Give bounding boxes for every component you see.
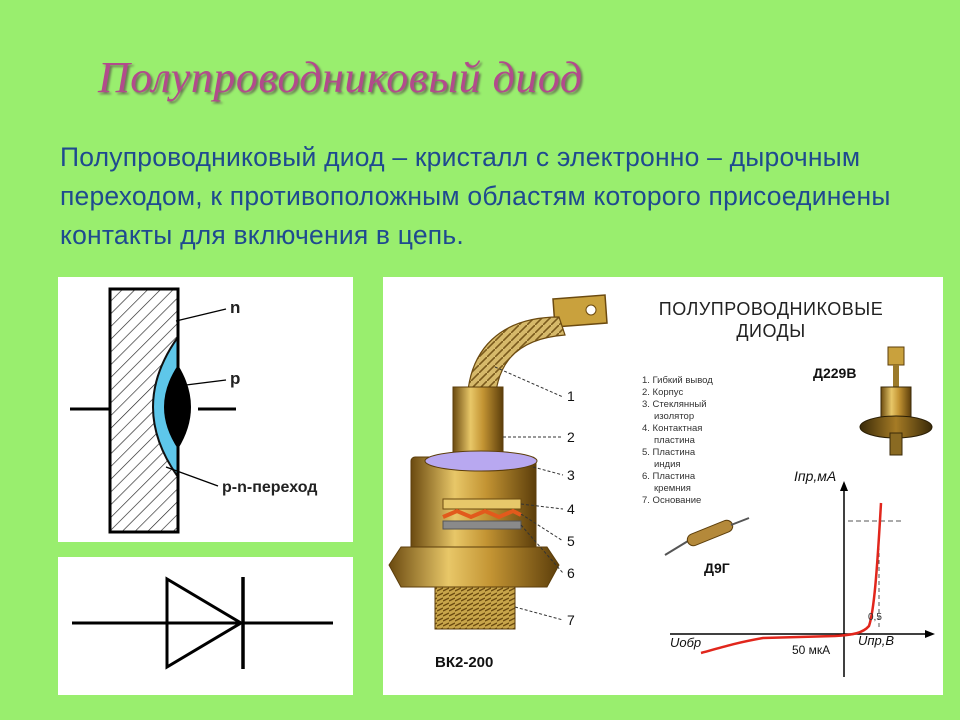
diodes-illustration: 1 2 3 4 5 6 7 ВК2-200 ПОЛУПРОВОДНИКОВЫЕ …: [388, 294, 935, 677]
iv-reverse-current-label: 50 мкА: [792, 643, 830, 657]
legend-line: кремния: [654, 483, 691, 494]
d229v-lug: [887, 346, 905, 366]
callout-7: 7: [567, 612, 575, 628]
photo-heading-line1: ПОЛУПРОВОДНИКОВЫЕ: [659, 299, 883, 319]
d229v-diode: [859, 346, 933, 456]
d9g-lead-right: [730, 517, 750, 526]
definition-text: Полупроводниковый диод – кристалл с элек…: [60, 142, 891, 250]
label-p: p: [230, 369, 240, 388]
slide-title: Полупроводниковый диод: [98, 53, 583, 102]
d229v-stud: [889, 432, 903, 456]
contact-plate: [442, 498, 522, 510]
legend-line: изолятор: [654, 411, 694, 422]
threaded-stud: [434, 586, 516, 630]
hex-base: [388, 546, 560, 588]
label-n: n: [230, 298, 240, 317]
iv-axis-neg-label: Uобр: [670, 635, 701, 650]
iv-characteristic: Iпр,мА Uпр,В Uобр 0,5 50 мкА: [670, 468, 935, 677]
callout-leaders: [494, 366, 564, 621]
vk2-200-cutaway: [388, 294, 608, 630]
pn-structure-diagram: n p р-n-переход: [70, 287, 317, 534]
junction-leader-line: [165, 466, 219, 487]
iv-axis-y-label: Iпр,мА: [794, 468, 836, 484]
model-d229v: Д229В: [813, 365, 856, 381]
indium-plate: [442, 508, 522, 520]
iv-curve: [700, 502, 883, 655]
callout-3: 3: [567, 467, 575, 483]
diode-symbol-diagram: [72, 576, 333, 670]
diode-symbol-panel: [58, 557, 353, 695]
p-leader-line: [185, 379, 227, 386]
label-pn-junction: р-n-переход: [222, 479, 317, 496]
photo-heading-line2: ДИОДЫ: [736, 321, 805, 341]
d9g-diode: [664, 517, 750, 556]
silicon-plate: [442, 520, 522, 530]
iv-axis-x-label: Uпр,В: [858, 633, 894, 648]
legend-line: 6. Пластина: [642, 471, 696, 482]
d9g-lead-left: [664, 540, 689, 556]
legend-line: 5. Пластина: [642, 447, 696, 458]
callout-numbers: 1 2 3 4 5 6 7: [567, 388, 575, 628]
anode-triangle: [165, 576, 244, 670]
legend-line: 2. Корпус: [642, 387, 683, 398]
callout-4: 4: [567, 501, 575, 517]
legend-line: 7. Основание: [642, 495, 701, 506]
legend-line: 4. Контактная: [642, 423, 702, 434]
lug-hole: [585, 304, 597, 316]
model-vk2-200: ВК2-200: [435, 654, 493, 671]
callout-5: 5: [567, 533, 575, 549]
pn-structure-panel: n p р-n-переход: [58, 277, 353, 542]
callout-2: 2: [567, 429, 575, 445]
parts-legend: 1. Гибкий вывод 2. Корпус 3. Стеклянный …: [642, 375, 713, 506]
callout-6: 6: [567, 565, 575, 581]
callout-1: 1: [567, 388, 575, 404]
legend-line: пластина: [654, 435, 696, 446]
legend-line: индия: [654, 459, 681, 470]
iv-tick-label: 0,5: [868, 612, 882, 623]
d9g-body: [686, 519, 734, 547]
iv-y-arrow: [840, 481, 848, 491]
iv-x-arrow: [925, 630, 935, 638]
diodes-photo-panel: 1 2 3 4 5 6 7 ВК2-200 ПОЛУПРОВОДНИКОВЫЕ …: [383, 277, 943, 695]
d229v-lead: [893, 365, 899, 387]
glass-insulator: [424, 450, 538, 472]
legend-line: 1. Гибкий вывод: [642, 375, 713, 386]
legend-line: 3. Стеклянный: [642, 399, 707, 410]
model-d9g: Д9Г: [704, 560, 730, 576]
n-leader-line: [175, 308, 227, 322]
